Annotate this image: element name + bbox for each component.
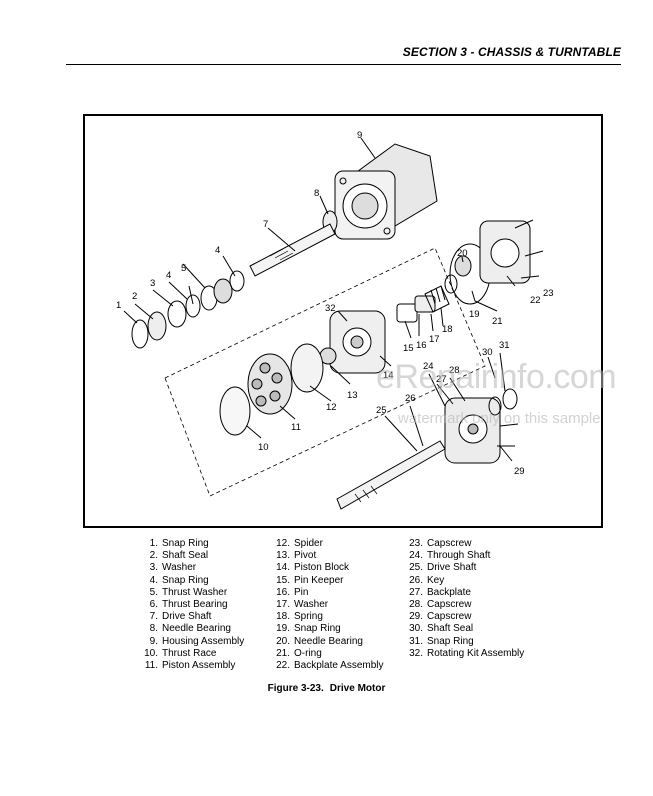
legend-item: 3.Washer [149, 562, 197, 574]
legend-item: 5.Thrust Washer [149, 586, 228, 598]
callout: 1 [116, 300, 121, 311]
callout: 20 [457, 248, 468, 259]
legend-item: 4.Snap Ring [149, 574, 209, 586]
legend-item: 20.Needle Bearing [276, 635, 363, 647]
callout: 31 [499, 340, 510, 351]
callout: 19 [469, 309, 480, 320]
legend-item: 16.Pin [276, 586, 309, 598]
callout: 27 [436, 374, 447, 385]
legend-column-2: 12.Spider 13.Pivot 14.Piston Block 15.Pi… [272, 538, 384, 672]
legend-column-1: 1.Snap Ring 2.Shaft Seal 3.Washer 4.Snap… [140, 538, 244, 672]
caption-label: Figure 3-23. [267, 683, 324, 694]
legend-item: 19.Snap Ring [276, 623, 341, 635]
legend-item: 28.Capscrew [409, 599, 472, 611]
callout: 10 [258, 442, 269, 453]
legend-item: 12.Spider [276, 538, 323, 549]
callout: 24 [423, 361, 434, 372]
drive-motor-diagram: 1 2 3 4 5 4 7 8 9 20 22 23 32 19 21 15 1… [116, 130, 554, 510]
lower-backplate-group [444, 388, 519, 464]
backplate-assembly-part [479, 219, 544, 284]
figure-frame: 1 2 3 4 5 4 7 8 9 20 22 23 32 19 21 15 1… [83, 114, 603, 528]
legend-item: 27.Backplate [409, 586, 471, 598]
piston-assembly-part [247, 353, 293, 415]
callout: 4 [166, 270, 171, 281]
callout: 8 [314, 188, 319, 199]
legend-item: 7.Drive Shaft [149, 611, 212, 623]
housing-assembly-part [334, 143, 438, 240]
legend-item: 8.Needle Bearing [149, 623, 231, 635]
thrust-bearing-part [213, 278, 233, 304]
rotating-kit-boundary [164, 247, 486, 497]
shaft-seal-part [147, 311, 167, 341]
legend-item: 11.Piston Assembly [144, 660, 236, 672]
legend-item: 14.Piston Block [276, 562, 350, 574]
legend-item: 21.O-ring [276, 647, 322, 659]
legend-item: 29.Capscrew [409, 611, 472, 623]
legend-item: 26.Key [409, 574, 445, 586]
legend-column-3: 23.Capscrew 24.Through Shaft 25.Drive Sh… [405, 538, 524, 660]
callout: 5 [181, 263, 186, 274]
washer-part [167, 300, 187, 328]
legend-item: 9.Housing Assembly [149, 635, 245, 647]
legend-item: 31.Snap Ring [409, 635, 474, 647]
snap-ring-part-c [229, 270, 245, 292]
caption-title: Drive Motor [329, 683, 386, 694]
thrust-race-part [219, 386, 251, 436]
callout: 14 [383, 370, 394, 381]
legend-item: 2.Shaft Seal [149, 550, 209, 562]
legend-item: 32.Rotating Kit Assembly [409, 647, 525, 659]
callout: 4 [215, 245, 220, 256]
legend-item: 15.Pin Keeper [276, 574, 344, 586]
callout: 23 [543, 288, 554, 299]
header-rule [66, 64, 621, 65]
snap-ring-part-b [185, 294, 201, 318]
callout: 28 [449, 365, 460, 376]
callout: 9 [357, 130, 362, 141]
callout: 7 [263, 219, 268, 230]
legend-item: 30.Shaft Seal [409, 623, 474, 635]
legend-item: 17.Washer [276, 599, 329, 611]
legend-item: 22.Backplate Assembly [276, 660, 384, 672]
long-drive-shaft-part [336, 440, 446, 510]
needle-bearing-part-b [454, 255, 472, 277]
legend-item: 1.Snap Ring [149, 538, 209, 549]
legend-item: 23.Capscrew [409, 538, 472, 549]
watermark-note: watermark only on this sample [398, 410, 601, 427]
callout: 15 [403, 343, 414, 354]
callout: 11 [291, 422, 301, 433]
callout: 32 [325, 303, 336, 314]
legend-item: 25.Drive Shaft [409, 562, 477, 574]
section-header: SECTION 3 - CHASSIS & TURNTABLE [402, 45, 621, 59]
legend-item: 13.Pivot [276, 550, 317, 562]
callouts: 1 2 3 4 5 4 7 8 9 20 22 23 32 19 21 15 1… [116, 130, 554, 477]
callout: 22 [530, 295, 541, 306]
callout: 17 [429, 334, 440, 345]
drive-shaft-part [249, 223, 336, 277]
spider-part [290, 343, 324, 393]
callout: 2 [132, 291, 137, 302]
snap-ring-part-d [444, 274, 458, 294]
figure-caption: Figure 3-23. Drive Motor [0, 683, 653, 694]
callout: 26 [405, 393, 416, 404]
watermark-logo: eRepairinfo.com [376, 358, 617, 396]
callout: 18 [442, 324, 453, 335]
legend-item: 24.Through Shaft [409, 550, 491, 562]
legend-item: 6.Thrust Bearing [149, 599, 228, 611]
piston-block-part [329, 310, 386, 374]
callout: 3 [150, 278, 155, 289]
legend-item: 10.Thrust Race [144, 647, 217, 659]
callout: 13 [347, 390, 358, 401]
callout: 21 [492, 316, 503, 327]
callout: 12 [326, 402, 337, 413]
callout: 16 [416, 340, 427, 351]
callout: 25 [376, 405, 387, 416]
snap-ring-part [131, 319, 149, 349]
callout: 30 [482, 347, 493, 358]
legend-item: 18.Spring [276, 611, 323, 623]
pin-keeper-spring-parts [396, 285, 450, 323]
callout: 29 [514, 466, 525, 477]
